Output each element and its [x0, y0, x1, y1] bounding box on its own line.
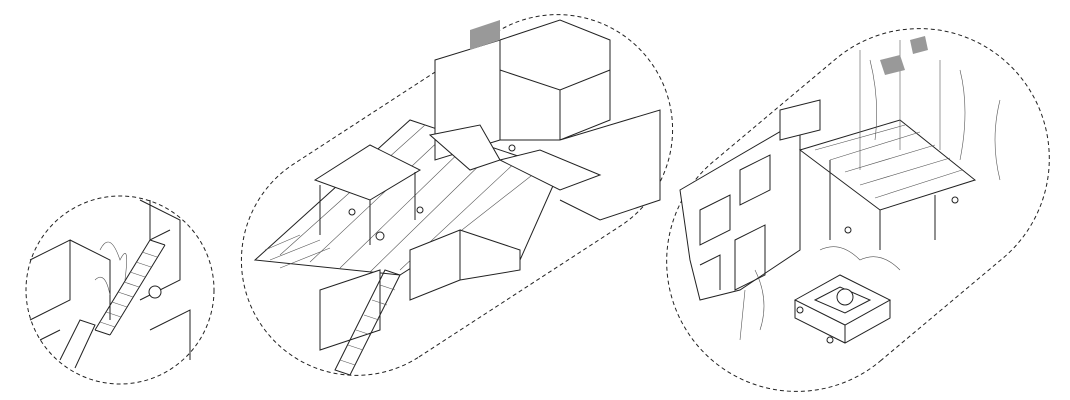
- vignette-stair-courtyard: [25, 195, 215, 385]
- vignette-roof-terrace: [240, 14, 674, 376]
- vignette-green-courtyard: [666, 28, 1050, 392]
